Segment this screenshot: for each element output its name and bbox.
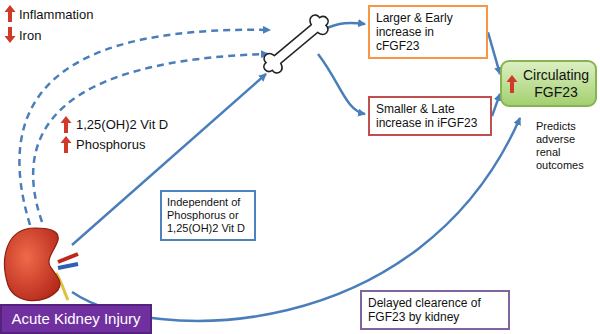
up-arrow [61, 116, 72, 133]
factor-label: Iron [19, 28, 79, 43]
factor-label: Inflammation [19, 7, 129, 22]
outcome-box: Larger & Early increase in cFGF23 [368, 5, 488, 59]
bone-icon [258, 10, 334, 79]
note-label: Predicts adverse renal outcomes [536, 120, 598, 172]
box-text: Smaller & Late increase in iFGF23 [376, 102, 484, 130]
solid-arrow [318, 54, 365, 114]
box-text: Independent of Phosphorus or 1,25(OH)2 V… [167, 196, 249, 235]
up-arrow [61, 136, 72, 153]
result-box: Circulating FGF23 [500, 60, 597, 107]
down-arrow [5, 27, 16, 43]
flow-arrow [492, 94, 500, 116]
solid-arrow [72, 74, 266, 245]
box-text: Larger & Early increase in cFGF23 [376, 11, 480, 53]
factor-label: 1,25(OH)2 Vit D [76, 117, 186, 132]
kidney-icon [5, 228, 78, 301]
note-box: Independent of Phosphorus or 1,25(OH)2 V… [160, 190, 256, 241]
box-text: Acute Kidney Injury [11, 310, 140, 328]
outcome-box: Smaller & Late increase in iFGF23 [368, 96, 492, 136]
note-box: Delayed clearence of FGF23 by kidney [360, 290, 510, 330]
box-text: Circulating FGF23 [521, 67, 591, 100]
title-box: Acute Kidney Injury [0, 304, 152, 334]
factor-label: Phosphorus [76, 137, 186, 152]
flow-arrow [488, 32, 500, 74]
up-arrow [505, 74, 519, 94]
box-text: Delayed clearence of FGF23 by kidney [368, 296, 502, 324]
up-arrow [5, 5, 16, 22]
